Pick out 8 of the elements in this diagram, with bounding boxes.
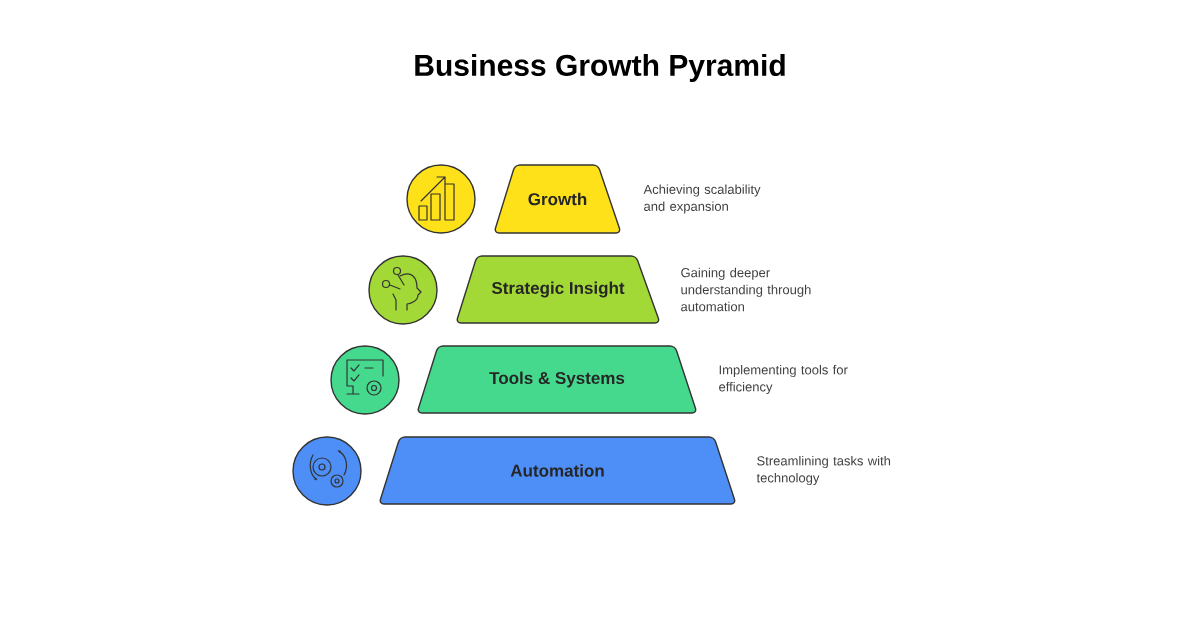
title: Business Growth Pyramid [415,54,785,82]
description: Gaining deeper understanding through automation [681,267,811,312]
description: Implementing tools for efficiency [719,364,848,395]
pyramid-band: Automation [379,436,736,505]
description: Streamlining tasks with technology [756,455,891,486]
pyramid-band: Tools & Systems [417,345,697,414]
pyramid-band: Growth [494,164,621,234]
description: Achieving scalability and expansion [643,184,761,214]
